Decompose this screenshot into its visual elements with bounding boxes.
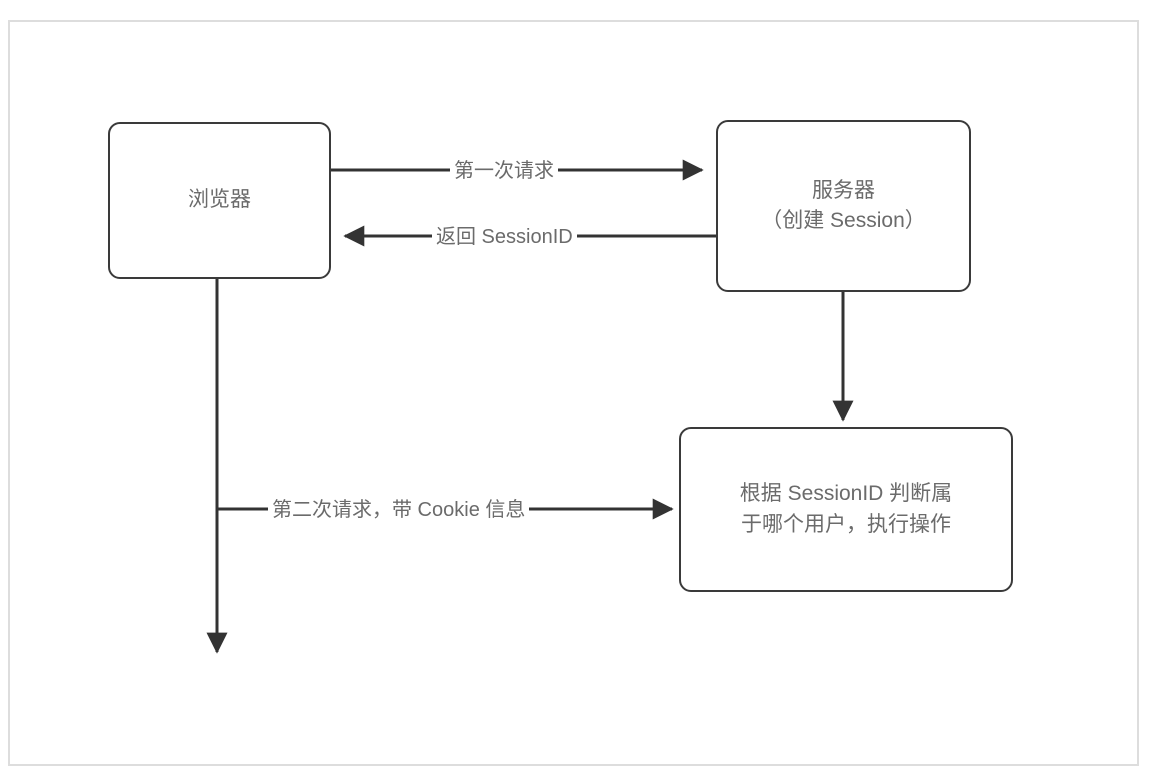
node-server-label-1: 服务器 xyxy=(812,178,875,202)
node-process-label-2: 于哪个用户，执行操作 xyxy=(741,512,951,536)
edge-label-return-session: 返回 SessionID xyxy=(432,225,577,249)
node-process-label-1: 根据 SessionID 判断属 xyxy=(739,482,953,506)
edge-label-second-request: 第二次请求，带 Cookie 信息 xyxy=(268,498,530,522)
node-browser-label-1: 浏览器 xyxy=(188,188,251,212)
edge-label-first-request: 第一次请求 xyxy=(450,159,558,183)
node-browser[interactable]: 浏览器 xyxy=(108,122,331,279)
node-process[interactable]: 根据 SessionID 判断属 于哪个用户，执行操作 xyxy=(679,427,1013,592)
node-server-label-2: （创建 Session） xyxy=(761,209,926,232)
node-server[interactable]: 服务器 （创建 Session） xyxy=(716,120,971,292)
